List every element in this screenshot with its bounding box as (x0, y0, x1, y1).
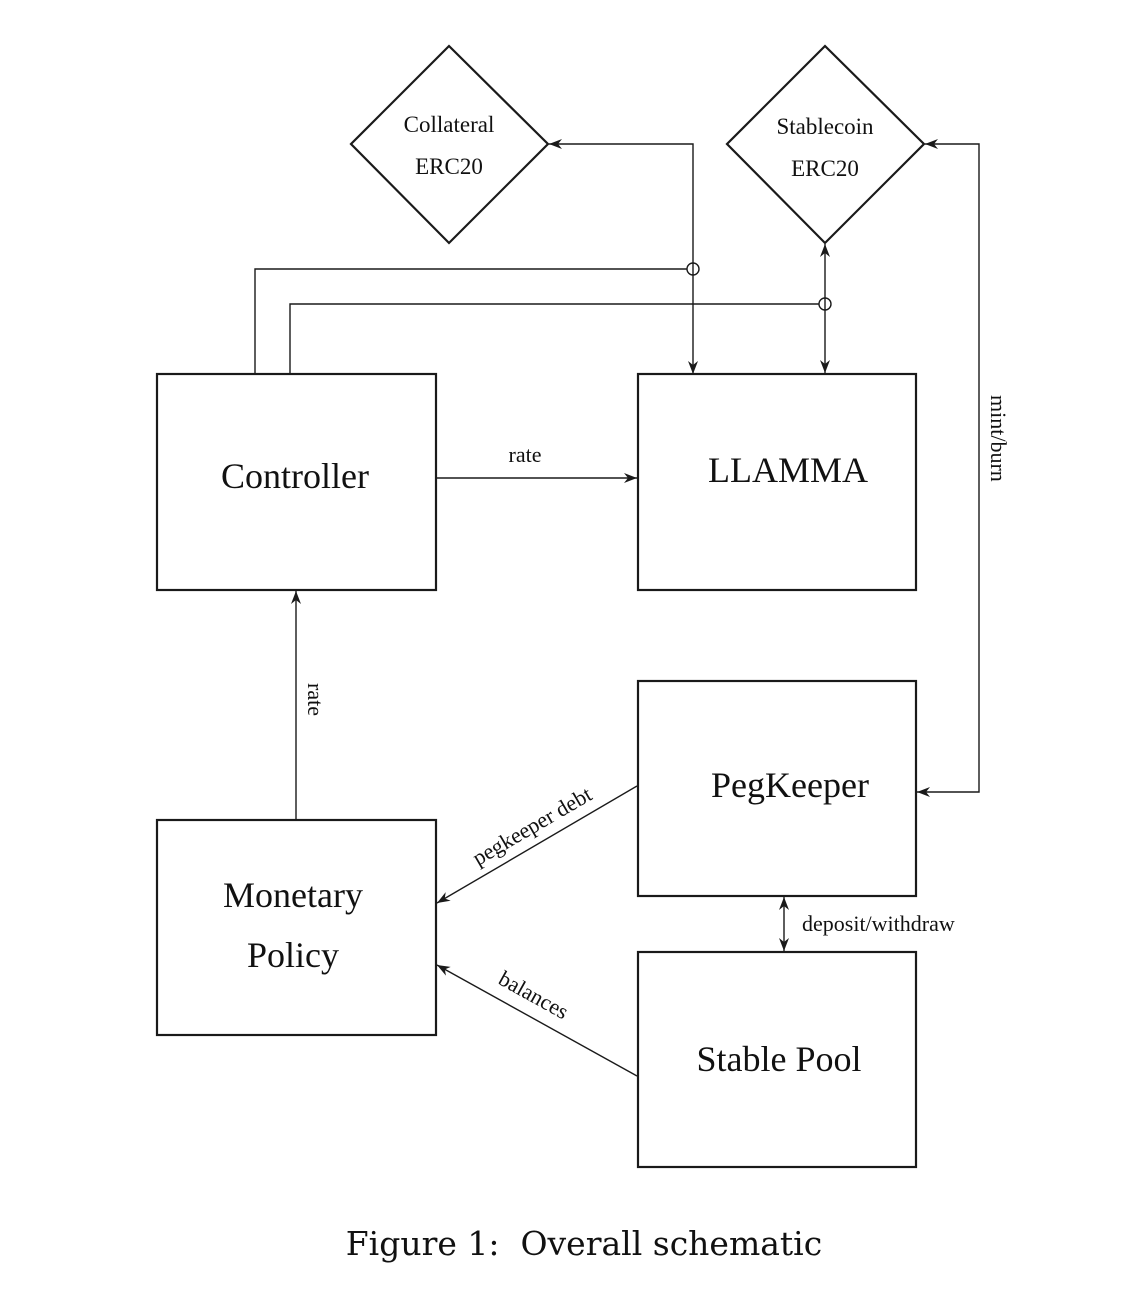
llamma-box (636, 372, 918, 592)
controller-stablecoin-wire (289, 303, 819, 374)
pegkeeper-label: PegKeeper (711, 765, 869, 805)
pegkeeper-debt-label: pegkeeper debt (468, 781, 596, 870)
stable-pool-node: Stable Pool (636, 950, 918, 1169)
collateral-label-line1: Collateral (404, 112, 495, 137)
controller-collateral-wire (254, 268, 687, 374)
stablecoin-label-line2: ERC20 (791, 156, 859, 181)
mint-burn-label: mint/burn (986, 395, 1011, 482)
controller-label: Controller (221, 456, 369, 496)
mint-burn-arrow (917, 139, 980, 797)
stablecoin-label-line1: Stablecoin (776, 114, 874, 139)
deposit-withdraw-label: deposit/withdraw (802, 911, 955, 936)
pegkeeper-debt-arrow (436, 785, 638, 904)
collateral-label-line2: ERC20 (415, 154, 483, 179)
stablecoin-diamond (725, 44, 926, 245)
rate-label-controller-llamma: rate (509, 442, 542, 467)
collateral-erc20-node: Collateral ERC20 (349, 44, 550, 245)
stable-pool-label: Stable Pool (696, 1039, 861, 1079)
llamma-label: LLAMMA (708, 450, 868, 490)
pegkeeper-box (636, 679, 918, 898)
monetary-policy-label-line2: Policy (247, 935, 339, 975)
monetary-policy-node: Monetary Policy (155, 818, 438, 1037)
controller-box (155, 372, 438, 592)
balances-label: balances (495, 966, 573, 1025)
collateral-llamma-arrow (549, 139, 698, 374)
stablecoin-erc20-node: Stablecoin ERC20 (725, 44, 926, 245)
collateral-diamond (349, 44, 550, 245)
monetary-policy-label-line1: Monetary (223, 875, 363, 915)
figure-caption: Figure 1: Overall schematic (346, 1224, 822, 1263)
controller-node: Controller (155, 372, 438, 592)
pegkeeper-node: PegKeeper (636, 679, 918, 898)
rate-label-policy-controller: rate (303, 683, 328, 716)
monetary-policy-box (155, 818, 438, 1037)
llamma-node: LLAMMA (636, 372, 918, 592)
stable-pool-box (636, 950, 918, 1169)
balances-arrow (436, 964, 638, 1077)
